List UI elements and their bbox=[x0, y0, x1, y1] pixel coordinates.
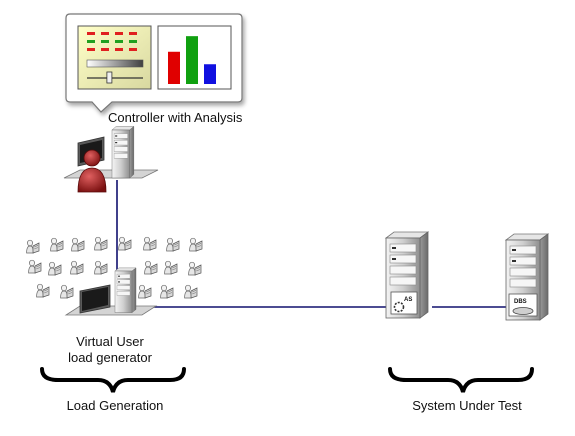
virtual-user-icon bbox=[138, 284, 152, 299]
virtual-user-icon bbox=[94, 236, 108, 251]
virtual-user-icon bbox=[160, 284, 174, 299]
gear-icon bbox=[393, 301, 405, 313]
loadgen-desk bbox=[64, 305, 158, 316]
loadgen-server-icon bbox=[114, 267, 137, 313]
virtual-user-icon bbox=[188, 261, 202, 276]
loadgen-label-line2: load generator bbox=[68, 350, 152, 365]
load-generation-label: Load Generation bbox=[66, 398, 164, 413]
db-server-badge-text: DBS bbox=[514, 299, 527, 305]
status-led-grid bbox=[87, 32, 137, 51]
load-generation-brace bbox=[40, 367, 186, 393]
virtual-user-icon bbox=[144, 260, 158, 275]
controller-analysis-callout bbox=[65, 13, 243, 113]
controller-workstation bbox=[63, 126, 159, 193]
virtual-user-icon bbox=[143, 236, 157, 251]
analysis-bar bbox=[186, 36, 198, 84]
virtual-user-icon bbox=[48, 261, 62, 276]
virtual-user-icon bbox=[26, 239, 40, 254]
analysis-bar bbox=[168, 51, 180, 84]
controller-server-icon bbox=[111, 126, 135, 179]
control-panel-icon bbox=[77, 25, 152, 90]
user-figure-icon bbox=[77, 149, 107, 193]
load-generator-workstation bbox=[64, 267, 158, 316]
virtual-users-group bbox=[26, 236, 203, 299]
virtual-user-icon bbox=[71, 237, 85, 252]
virtual-user-icon bbox=[60, 284, 74, 299]
loadgen-monitor-icon bbox=[79, 284, 111, 314]
virtual-user-icon bbox=[118, 236, 132, 251]
virtual-user-icon bbox=[94, 260, 108, 275]
controller-label: Controller with Analysis bbox=[108, 110, 243, 125]
database-server: DBS bbox=[505, 233, 549, 321]
virtual-user-icon bbox=[184, 284, 198, 299]
gradient-gauge bbox=[86, 59, 144, 68]
connection-lines bbox=[116, 180, 506, 308]
virtual-user-icon bbox=[50, 237, 64, 252]
system-under-test-label: System Under Test bbox=[412, 398, 522, 413]
virtual-user-icon bbox=[189, 237, 203, 252]
analysis-bar bbox=[204, 64, 216, 84]
virtual-user-icon bbox=[166, 237, 180, 252]
controller-desk bbox=[63, 169, 159, 179]
app-server-badge: AS bbox=[390, 291, 418, 315]
app-server-badge-text: AS bbox=[404, 297, 412, 303]
virtual-user-icon bbox=[28, 259, 42, 274]
system-under-test-brace bbox=[388, 367, 534, 393]
database-cylinder-icon bbox=[512, 307, 534, 315]
virtual-user-icon bbox=[70, 260, 84, 275]
slider-knob bbox=[106, 71, 113, 84]
application-server: AS bbox=[385, 231, 429, 319]
analysis-bar-chart-icon bbox=[157, 25, 232, 90]
virtual-user-icon bbox=[164, 260, 178, 275]
virtual-user-icon bbox=[36, 283, 50, 298]
loadgen-label-line1: Virtual User bbox=[76, 334, 144, 349]
db-server-badge: DBS bbox=[508, 293, 538, 317]
